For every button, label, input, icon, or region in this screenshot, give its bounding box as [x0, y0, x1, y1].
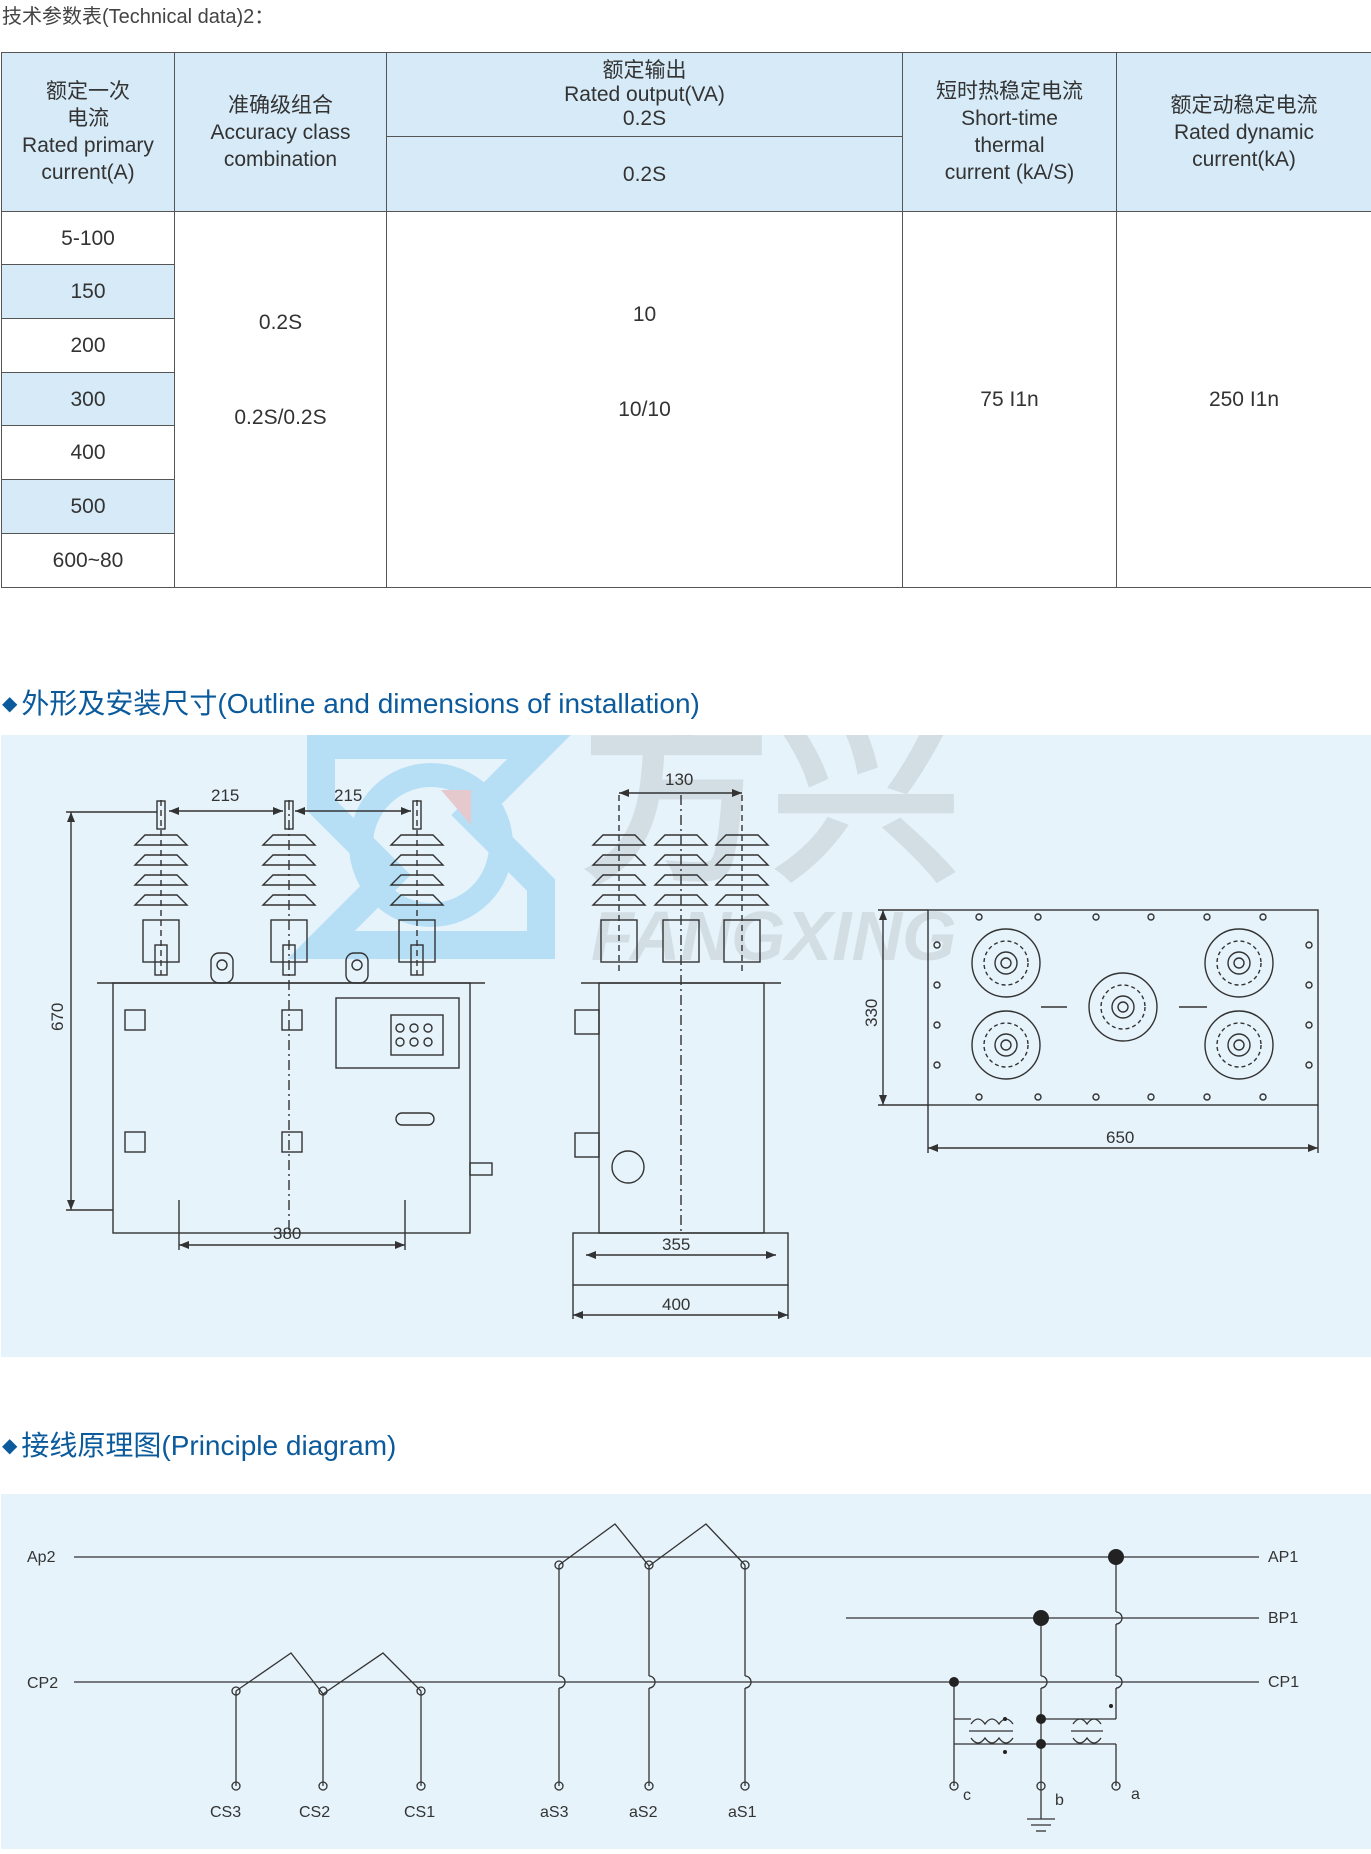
dim-side-outer: 400: [662, 1295, 690, 1314]
current-cell: 500: [2, 480, 175, 534]
dim-height: 670: [48, 1003, 67, 1031]
label-cs2: CS2: [299, 1804, 330, 1821]
label-as3: aS3: [540, 1804, 569, 1821]
accuracy-values: 0.2S 0.2S/0.2S: [175, 212, 387, 588]
dim-top-spacing: 130: [665, 770, 693, 789]
diagram-panel: Ap2 CP2 AP1 BP1 CP1 CS3 CS2 CS1 aS3 aS2 …: [1, 1494, 1371, 1849]
dim-spacing-2: 215: [334, 786, 362, 805]
dim-side-inner: 355: [662, 1235, 690, 1254]
current-cell: 400: [2, 426, 175, 480]
bushing-top-right: [1205, 929, 1273, 997]
label-cs3: CS3: [210, 1804, 241, 1821]
label-c: c: [963, 1787, 971, 1804]
label-cp2: CP2: [27, 1675, 58, 1692]
bushing-top-left: [972, 929, 1040, 997]
label-as1: aS1: [728, 1804, 757, 1821]
technical-data-table: 额定一次 电流 Rated primary current(A) 准确级组合 A…: [1, 52, 1371, 588]
junction-bp1: [1033, 1610, 1049, 1626]
junction-ap1: [1108, 1549, 1124, 1565]
header-rated-dynamic: 额定动稳定电流 Rated dynamic current(kA): [1117, 53, 1371, 212]
insulator-1: [135, 800, 187, 975]
watermark-text-latin: FANGXING: [591, 897, 957, 975]
header-accuracy-class: 准确级组合 Accuracy class combination: [175, 53, 387, 212]
label-cs1: CS1: [404, 1804, 435, 1821]
bushing-center: [1089, 973, 1157, 1041]
outline-drawing: 方兴 FANGXING: [1, 735, 1371, 1357]
dim-base-width: 380: [273, 1224, 301, 1243]
document-title: 技术参数表(Technical data)2：: [2, 0, 274, 29]
label-bp1: BP1: [1268, 1610, 1298, 1627]
bushing-bottom-right: [1205, 1011, 1273, 1079]
label-cp1: CP1: [1268, 1674, 1299, 1691]
current-cell: 5-100: [2, 212, 175, 265]
current-cell: 150: [2, 265, 175, 319]
dim-plan-width: 650: [1106, 1128, 1134, 1147]
current-cell: 200: [2, 319, 175, 373]
current-cell: 300: [2, 373, 175, 426]
outline-section-title: ◆外形及安装尺寸(Outline and dimensions of insta…: [2, 682, 700, 722]
bushing-bottom-left: [972, 1011, 1040, 1079]
header-rated-primary-current: 额定一次 电流 Rated primary current(A): [2, 53, 175, 212]
current-cell: 600~80: [2, 534, 175, 588]
label-ap1: AP1: [1268, 1549, 1298, 1566]
dim-plan-depth: 330: [862, 999, 881, 1027]
label-b: b: [1055, 1792, 1064, 1809]
label-ap2: Ap2: [27, 1549, 56, 1566]
output-values: 10 10/10: [387, 212, 903, 588]
dim-spacing-1: 215: [211, 786, 239, 805]
label-as2: aS2: [629, 1804, 658, 1821]
outline-panel: 方兴 FANGXING: [1, 735, 1371, 1357]
header-short-time-thermal: 短时热稳定电流 Short-time thermal current (kA/S…: [903, 53, 1117, 212]
dynamic-value: 250 I1n: [1117, 212, 1371, 588]
watermark-text: 方兴: [581, 735, 961, 906]
diagram-section-title: ◆接线原理图(Principle diagram): [2, 1424, 396, 1464]
front-view-body: [113, 983, 470, 1233]
principle-diagram: Ap2 CP2 AP1 BP1 CP1 CS3 CS2 CS1 aS3 aS2 …: [1, 1494, 1371, 1849]
header-rated-output: 额定输出 Rated output(VA) 0.2S: [387, 53, 903, 137]
header-rated-output-sub: 0.2S: [387, 137, 903, 212]
short-time-value: 75 I1n: [903, 212, 1117, 588]
insulator-2: [263, 800, 315, 1233]
label-a: a: [1131, 1786, 1140, 1803]
